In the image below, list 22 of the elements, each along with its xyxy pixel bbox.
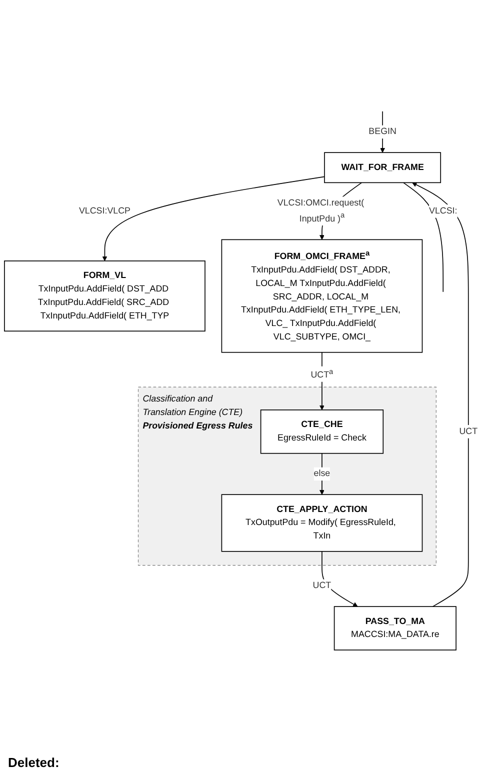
- state-diagram: Classification and Translation Engine (CTE) Provisioned Egress Rules BEGIN VLCSI:OMCI.request( InputPdu )$^{a}$ VLCSI:VLCP VLCSI: UCT$^{a}$ UCT else UCT WAIT_FOR_FRAME FORM_VL TxInputPdu.AddField( DST_ADD TxInputPdu.AddField( SRC_ADD TxInputPdu.AddField( ETH_TYP FORM_OMCI_FRAME$^{a}$ TxInputPdu.AddField( DST_ADDR, LOCAL_M TxInputPdu.AddField( SRC_ADDR, LOCAL_M TxInputPdu.AddField( ETH_TYPE_LEN, VLC_ TxInputPdu.AddField( VLC_SUBTYPE, OMCI_ CTE_CHE EgressRuleId = Check CTE_APPLY_ACTION TxOutputPdu = Modify( EgressRuleId, TxIn PASS_TO_MA MACCSI:MA_DATA.re: [0, 0, 482, 753]
- node-box: [260, 410, 384, 454]
- edge-label: else: [314, 468, 330, 478]
- connector: [403, 182, 444, 292]
- arrow: [320, 352, 324, 410]
- edge-label: UCT$^{a}$: [310, 367, 334, 380]
- cluster: [138, 386, 436, 566]
- edge-label: VLCSI:VLCP: [78, 206, 130, 216]
- edge-label: UCT: [312, 580, 332, 590]
- node-box: [324, 152, 442, 184]
- node-box: [334, 606, 456, 650]
- arrow: [412, 182, 469, 607]
- edge-label: VLCSI:OMCI.request( InputPdu )$^{a}$: [277, 198, 364, 224]
- node-box: [221, 494, 423, 552]
- node-box: [4, 260, 206, 332]
- arrow: [322, 550, 358, 607]
- arrow: [102, 176, 325, 262]
- node-box: [221, 239, 423, 353]
- edge-label: UCT: [459, 426, 478, 436]
- edge-label: VLCSI:: [429, 206, 458, 216]
- note-text: Deleted:: [8, 755, 60, 770]
- edge-label: BEGIN: [368, 126, 396, 136]
